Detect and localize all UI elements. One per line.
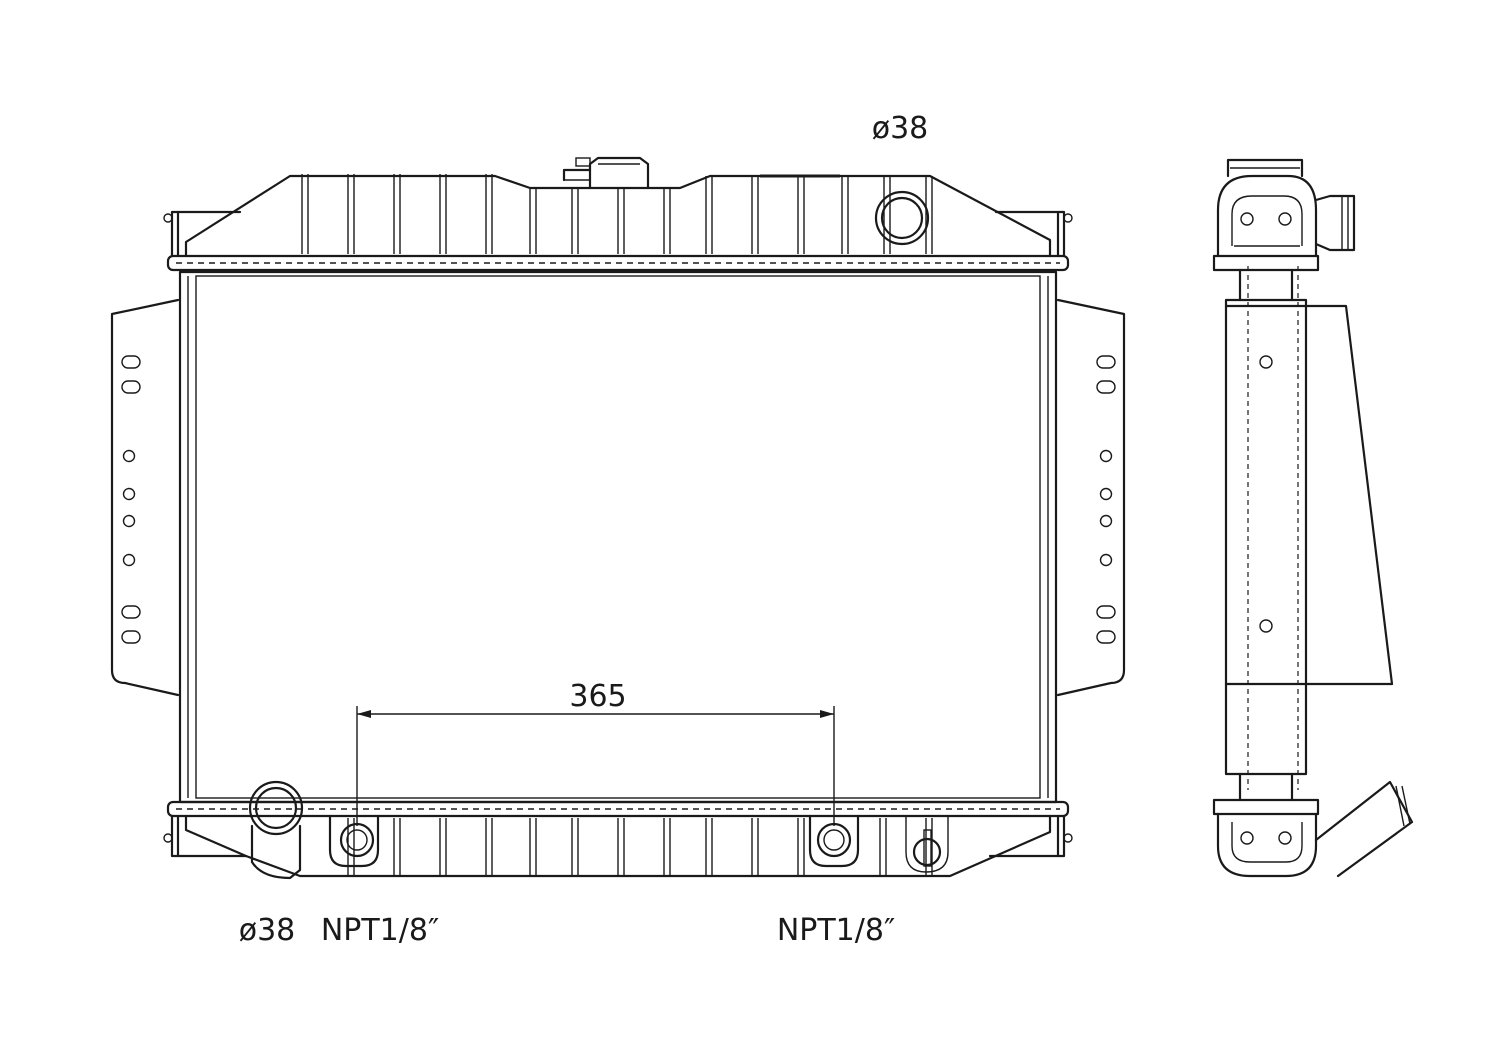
right-mounting-bracket [1056,298,1126,697]
lower-hose-outlet [248,780,304,880]
top-tank [184,174,1052,258]
right-bracket-holes [1096,355,1116,644]
filler-cap [562,156,650,190]
sensor-left-label: NPT1/8″ [321,913,439,948]
radiator-core-outer [178,270,1058,804]
side-upper-inlet [1314,194,1356,252]
upper-hose-inlet [874,190,930,246]
bottom-diameter-label: ø38 [239,913,296,948]
front-view: 365 ø38 ø38 NPT1/8″ NPT1/8″ [110,111,1126,948]
center-distance-label: 365 [569,679,626,714]
side-bottom-tank [1212,772,1414,878]
side-top-tank [1212,158,1356,272]
side-core [1224,298,1308,776]
left-bracket-holes [121,355,141,644]
top-header-plate [163,210,1073,272]
side-lower-outlet [1314,780,1414,878]
side-view [1212,158,1414,878]
bottom-tank [184,814,1052,878]
bottom-tank-ribs [347,818,933,876]
side-bracket [1224,304,1394,686]
sensor-right-label: NPT1/8″ [777,913,895,948]
top-diameter-label: ø38 [872,111,929,146]
radiator-core-inner [195,275,1041,799]
left-mounting-bracket [110,298,180,697]
center-distance-dimension: 365 [356,679,835,826]
top-tank-ribs [301,174,933,254]
drain-plug [905,816,949,873]
bottom-header-plate [163,800,1073,858]
